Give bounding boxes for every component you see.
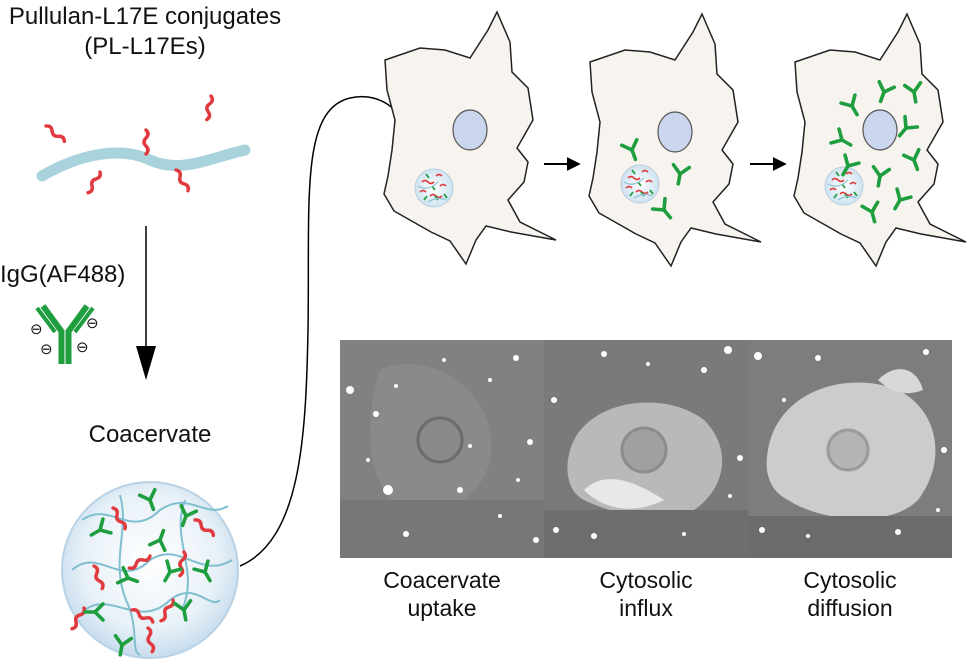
down-arrow-head: [136, 346, 156, 380]
microscopy-panel-influx: [544, 340, 748, 558]
igg-antibody-icon: [35, 304, 95, 364]
conjugate-title-line1: Pullulan-L17E conjugates: [8, 3, 282, 30]
caption-influx-line1: Cytosolic: [599, 567, 693, 593]
cell-stage-diffusion: [793, 13, 967, 267]
intracellular-coacervate: [620, 164, 660, 204]
coacervate-label: Coacervate: [88, 421, 212, 448]
conjugate-title: Pullulan-L17E conjugates (PL-L17Es): [0, 2, 290, 62]
charge-symbol-4: ⊖: [76, 339, 89, 356]
pullulan-conjugate: [36, 93, 251, 196]
charge-symbol-3: ⊖: [40, 341, 53, 358]
cell-stage-uptake: [383, 11, 557, 265]
caption-diffusion: Cytosolic diffusion: [750, 566, 950, 622]
caption-influx: Cytosolic influx: [546, 566, 746, 622]
caption-uptake: Coacervate uptake: [342, 566, 542, 622]
peptide-l17e-strands: [43, 93, 215, 196]
caption-diffusion-line1: Cytosolic: [803, 567, 897, 593]
igg-label: IgG(AF488): [0, 261, 126, 288]
cell-stage-influx: [588, 13, 762, 267]
microscopy-panel-diffusion: [748, 340, 952, 558]
charge-symbol-1: ⊖: [30, 321, 43, 338]
caption-diffusion-line2: diffusion: [807, 595, 893, 621]
caption-uptake-line2: uptake: [407, 595, 477, 621]
pullulan-backbone: [36, 144, 251, 182]
intracellular-coacervate: [414, 168, 454, 208]
caption-influx-line2: influx: [619, 595, 673, 621]
nucleus: [862, 109, 898, 151]
charge-symbol-2: ⊖: [86, 315, 99, 332]
coacervate-sphere: [61, 481, 239, 659]
uptake-curve-arrow: [239, 95, 419, 567]
nucleus: [452, 109, 488, 151]
conjugate-title-line2: (PL-L17Es): [84, 33, 206, 60]
nucleus: [657, 111, 693, 153]
microscopy-panel-uptake: [340, 340, 544, 558]
caption-uptake-line1: Coacervate: [383, 567, 501, 593]
